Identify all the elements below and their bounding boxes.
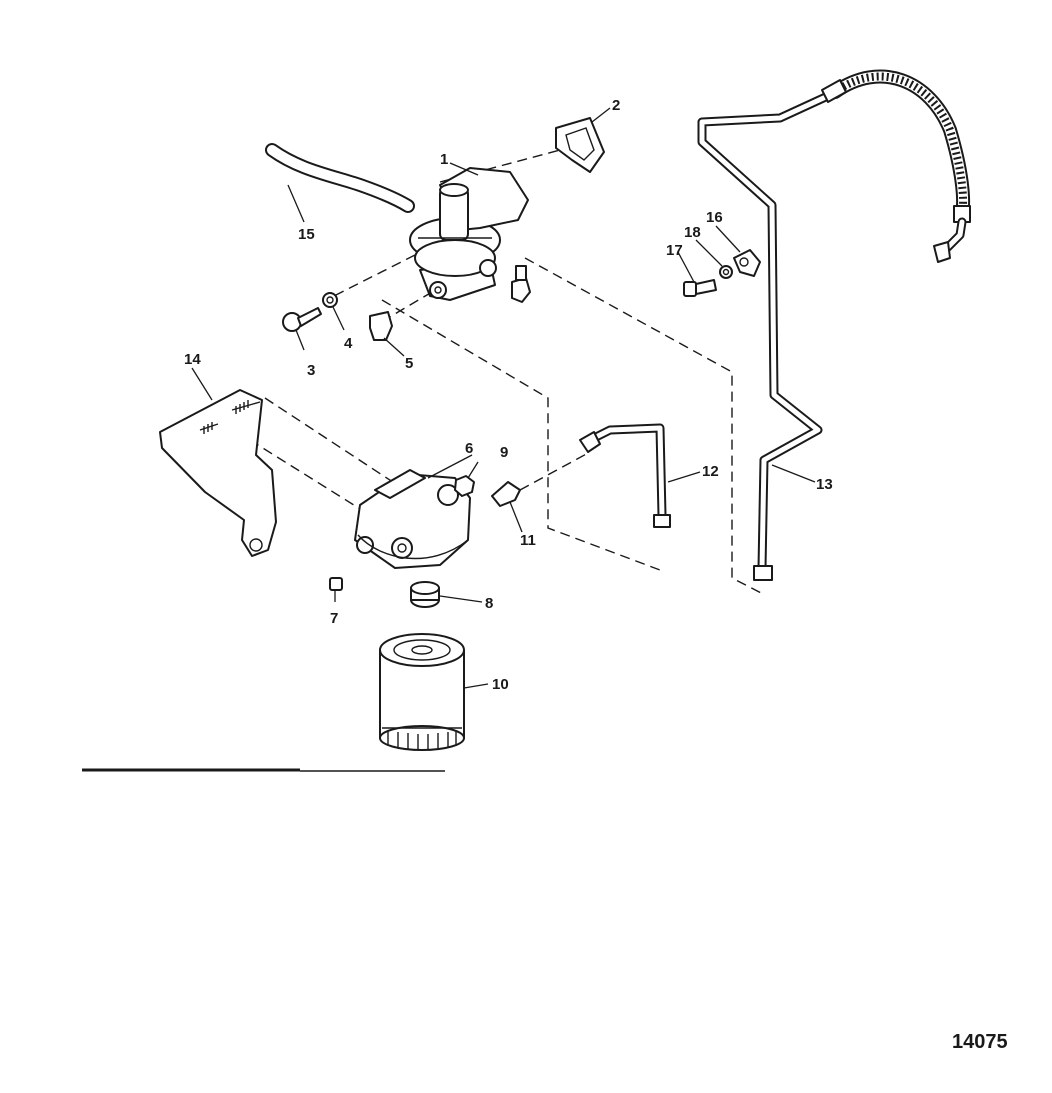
callout-13: 13	[816, 476, 833, 493]
elbow-fitting-part	[369, 311, 393, 341]
callout-10: 10	[492, 676, 509, 693]
clamp-part	[733, 249, 761, 277]
filter-base-part	[354, 469, 471, 569]
connector-part	[491, 481, 521, 507]
callout-9: 9	[500, 444, 508, 461]
callout-12: 12	[702, 463, 719, 480]
callout-16: 16	[706, 209, 723, 226]
separator-rule	[82, 768, 445, 772]
callout-2: 2	[612, 97, 620, 114]
elbow-fitting-right-part	[511, 265, 531, 303]
callout-6: 6	[465, 440, 473, 457]
clamp-bolt-part	[683, 279, 717, 297]
bracket-part	[159, 389, 277, 557]
callout-4: 4	[344, 335, 353, 352]
fuel-line-short-part	[579, 423, 671, 528]
callout-3: 3	[307, 362, 315, 379]
callout-labels: 1 2 3 4 5 6 7 8 9 10 11 12 13 14 15 16 1…	[184, 97, 833, 693]
callout-18: 18	[684, 224, 701, 241]
washer-part	[322, 292, 338, 308]
clamp-washer-part	[719, 265, 733, 279]
pump-gasket-part	[555, 117, 605, 173]
callout-15: 15	[298, 226, 315, 243]
plug-part	[329, 577, 343, 591]
vent-hose-part	[265, 143, 415, 213]
adapter-part	[410, 581, 440, 608]
callout-1: 1	[440, 151, 448, 168]
assembly-guide-lines	[249, 149, 766, 596]
callout-14: 14	[184, 351, 201, 368]
fuel-pump-part	[409, 167, 529, 301]
callout-7: 7	[330, 610, 338, 627]
callout-11: 11	[520, 532, 536, 549]
callout-8: 8	[485, 595, 493, 612]
callout-leaders	[191, 107, 816, 689]
callout-5: 5	[405, 355, 413, 372]
bolt-part	[282, 307, 322, 332]
nut-part	[454, 475, 475, 497]
fuel-filter-part	[379, 633, 465, 751]
fuel-line-long-part	[697, 69, 971, 581]
callout-17: 17	[666, 242, 683, 259]
figure-number: 14075	[952, 1031, 1008, 1053]
